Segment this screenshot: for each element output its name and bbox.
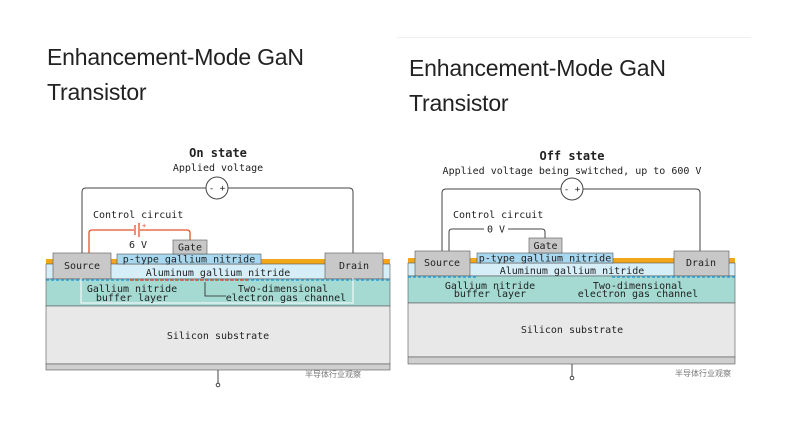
bottom-contact	[407, 356, 736, 365]
channel-label-2: electron gas channel	[578, 289, 698, 300]
voltage-source-polarity: - +	[209, 184, 226, 194]
voltage-source-polarity: - +	[564, 185, 581, 195]
applied-voltage-label: Applied voltage	[173, 163, 263, 174]
channel-label-1: Two-dimensional	[238, 284, 328, 295]
algan-label: Aluminum gallium nitride	[146, 268, 291, 279]
on-state-diagram: On state Applied voltage - + Control cir…	[45, 146, 391, 388]
watermark: 半导体行业观察	[675, 368, 731, 378]
buffer-label-1: Gallium nitride	[445, 281, 535, 292]
channel-label-2: electron gas channel	[226, 293, 346, 304]
voltage-source-icon	[560, 177, 584, 201]
source-contact	[52, 252, 112, 280]
buffer-label-2: buffer layer	[96, 293, 168, 304]
applied-voltage-label: Applied voltage being switched, up to 60…	[443, 166, 702, 177]
left-title: Enhancement-Mode GaN Transistor	[47, 42, 304, 107]
silicon-substrate	[407, 302, 736, 358]
gate-contact	[172, 239, 208, 255]
channel-label-1: Two-dimensional	[593, 281, 683, 292]
drain-label: Drain	[339, 261, 369, 272]
ground-terminal-node	[569, 375, 575, 381]
battery-plus: +	[142, 222, 146, 230]
drain-label: Drain	[686, 258, 716, 269]
watermark: 半导体行业观察	[305, 369, 361, 379]
source-contact	[414, 250, 471, 277]
gate-voltage-label: 0 V	[487, 225, 505, 236]
right-title-line1: Enhancement-Mode GaN	[409, 55, 666, 81]
ptype-label: p-type gallium nitride	[123, 255, 255, 266]
divider	[397, 37, 751, 38]
buffer-layer	[407, 275, 736, 304]
source-label: Source	[64, 261, 100, 272]
substrate-label: Silicon substrate	[167, 331, 269, 342]
left-title-line2: Transistor	[47, 79, 147, 105]
right-title-line2: Transistor	[409, 90, 509, 116]
drain-contact	[324, 252, 384, 280]
current-path	[80, 278, 354, 304]
gate-contact	[528, 237, 563, 254]
silicon-substrate	[45, 305, 391, 365]
off-state-heading: Off state	[539, 149, 604, 163]
left-title-line1: Enhancement-Mode GaN	[47, 44, 304, 70]
right-title: Enhancement-Mode GaN Transistor	[409, 53, 666, 118]
substrate-label: Silicon substrate	[521, 325, 623, 336]
drain-contact	[673, 250, 730, 277]
algan-label: Aluminum gallium nitride	[500, 266, 645, 277]
gate-voltage-label: 6 V	[129, 240, 147, 251]
buffer-label-1: Gallium nitride	[87, 284, 177, 295]
control-circuit-wire	[448, 228, 546, 251]
control-circuit-wire	[88, 229, 191, 253]
on-state-heading: On state	[189, 146, 247, 160]
buffer-layer	[45, 278, 391, 307]
source-label: Source	[424, 258, 460, 269]
off-state-diagram: Off state Applied voltage being switched…	[407, 149, 736, 381]
control-circuit-label: Control circuit	[453, 210, 543, 221]
buffer-label-2: buffer layer	[454, 289, 526, 300]
gate-label: Gate	[533, 241, 557, 252]
gate-label: Gate	[178, 243, 202, 254]
ptype-label: p-type gallium nitride	[479, 254, 611, 265]
channel-pointer	[204, 282, 226, 297]
ground-terminal-node	[215, 382, 221, 388]
control-circuit-label: Control circuit	[93, 210, 183, 221]
voltage-source-icon	[205, 176, 229, 200]
